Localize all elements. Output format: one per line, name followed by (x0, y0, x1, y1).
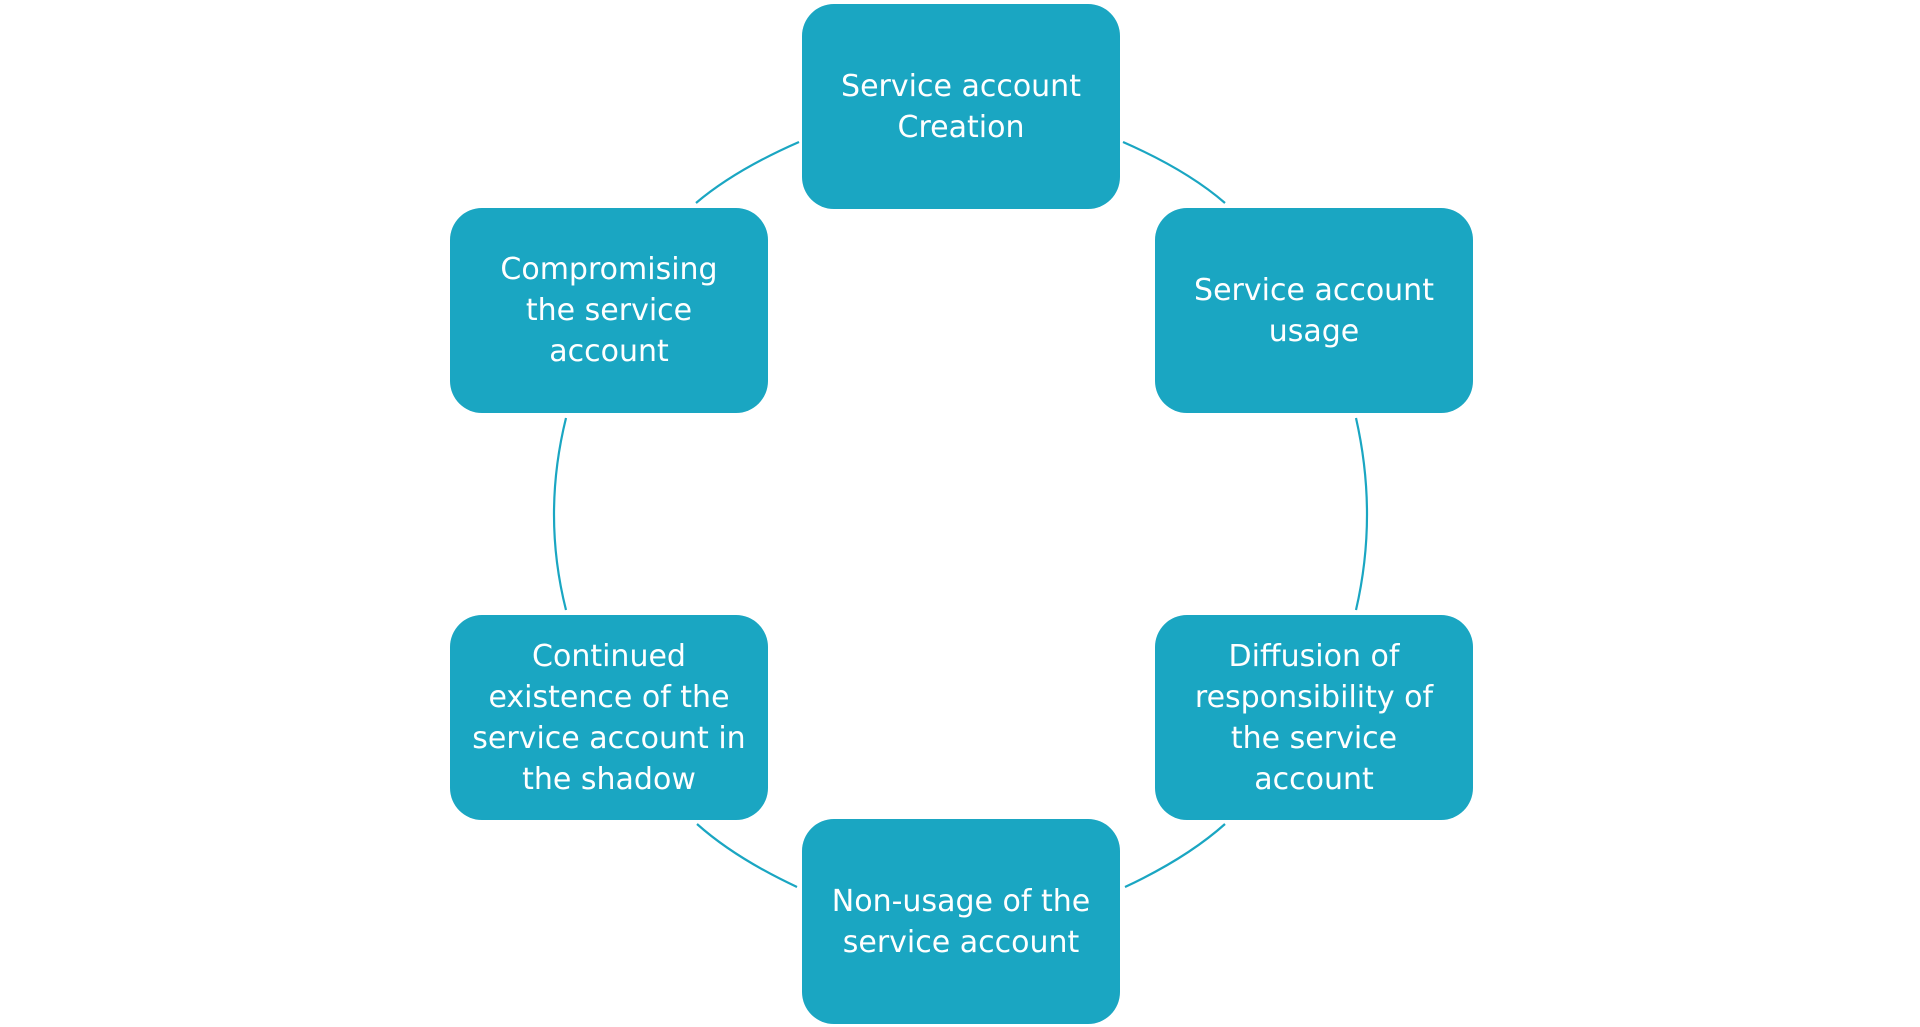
stage-label: Service account usage (1194, 272, 1434, 349)
connector-6-1 (695, 140, 800, 204)
stage-continued-existence-in-shadow: Continued existence of the service accou… (450, 615, 768, 820)
cycle-connectors (552, 140, 1369, 888)
stage-non-usage: Non-usage of the service account (802, 819, 1120, 1024)
stage-diffusion-of-responsibility: Diffusion of responsibility of the servi… (1155, 615, 1473, 820)
stage-service-account-creation: Service account Creation (802, 4, 1120, 209)
stage-label: Service account Creation (841, 68, 1081, 145)
connector-1-2 (1122, 140, 1226, 204)
connector-5-6 (552, 417, 568, 611)
stage-label: Continued existence of the service accou… (472, 638, 746, 797)
connector-2-3 (1354, 417, 1369, 611)
connector-4-5 (696, 823, 798, 888)
stage-label: Non-usage of the service account (831, 883, 1091, 960)
stage-label: Compromising the service account (500, 252, 718, 369)
stage-compromising: Compromising the service account (450, 208, 768, 413)
stage-label: Diffusion of responsibility of the servi… (1194, 638, 1434, 797)
connector-3-4 (1124, 823, 1226, 888)
stage-service-account-usage: Service account usage (1155, 208, 1473, 413)
